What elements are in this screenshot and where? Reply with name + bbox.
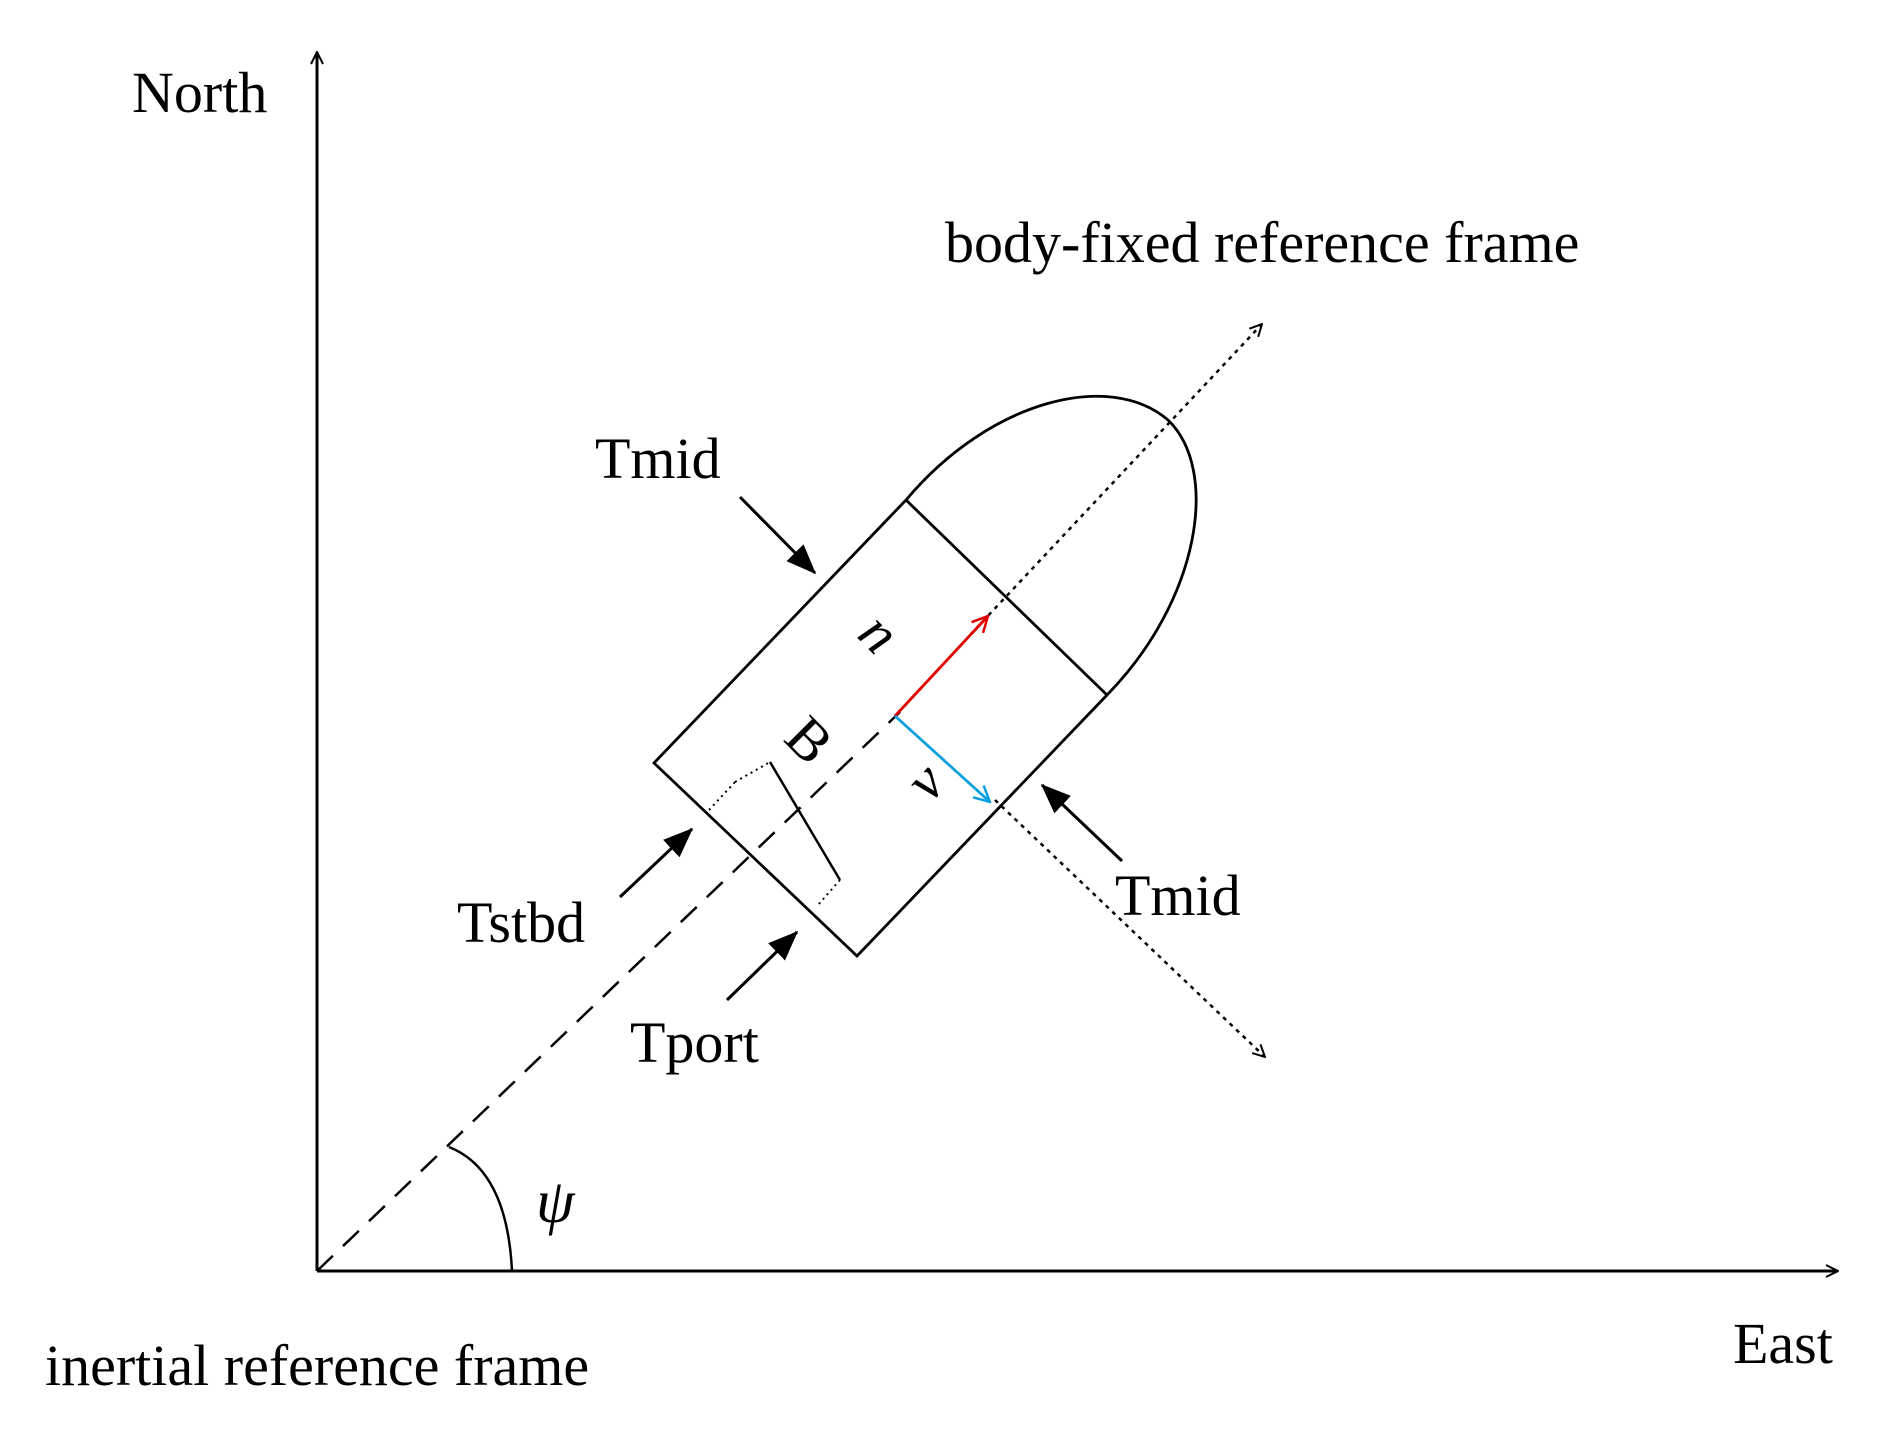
tport-arrow	[725, 930, 799, 1002]
tmid-right-arrow	[1040, 783, 1124, 863]
heading-angle-arc	[448, 1145, 514, 1272]
sway-symbol: v	[892, 750, 957, 813]
tstbd-arrow	[618, 827, 694, 899]
tmid-right-label: Tmid	[1115, 863, 1241, 928]
body-frame-label: body-fixed reference frame	[945, 210, 1579, 275]
inertial-frame-label: inertial reference frame	[45, 1333, 589, 1398]
tstbd-label: Tstbd	[457, 890, 585, 955]
surge-velocity-arrow	[893, 616, 988, 717]
heading-angle-symbol: ψ	[536, 1168, 576, 1236]
heading-line	[316, 711, 901, 1272]
tport-label: Tport	[630, 1010, 759, 1075]
tmid-top-label: Tmid	[595, 426, 721, 491]
north-label: North	[132, 60, 267, 125]
beam-symbol: B	[773, 703, 846, 776]
vessel-hull	[652, 394, 1198, 958]
body-x-axis	[969, 324, 1262, 636]
tmid-top-arrow	[738, 495, 817, 575]
sway-velocity-arrow	[894, 714, 990, 802]
east-label: East	[1733, 1311, 1833, 1376]
body-y-axis	[994, 799, 1265, 1057]
beam-marker	[708, 761, 842, 906]
surge-symbol: u	[838, 608, 904, 674]
